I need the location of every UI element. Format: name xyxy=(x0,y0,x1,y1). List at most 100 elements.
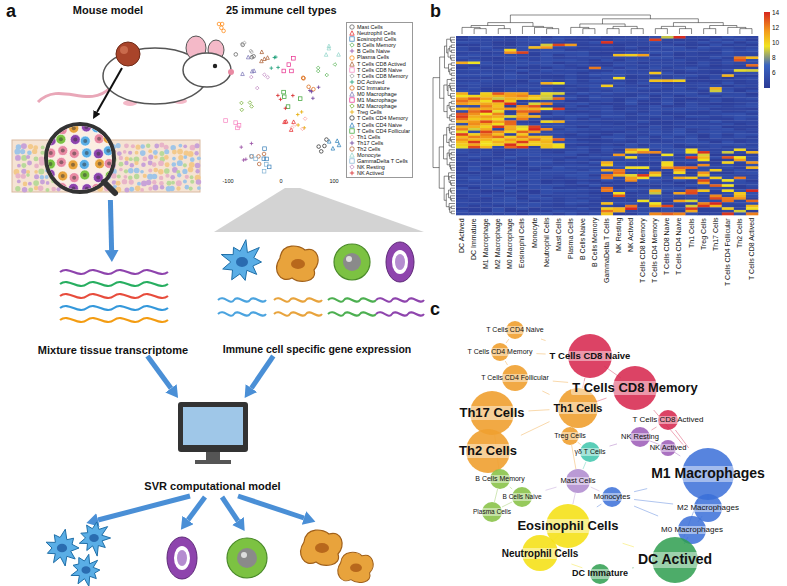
heatmap-cell xyxy=(734,146,746,149)
heatmap-cell xyxy=(601,177,613,180)
lens-cell xyxy=(58,171,68,181)
heatmap-cell xyxy=(577,46,589,49)
heatmap-cell xyxy=(613,97,625,100)
heatmap-cell xyxy=(734,74,746,77)
heatmap-cell xyxy=(492,110,504,113)
heatmap-cell xyxy=(541,120,553,123)
heatmap-cell xyxy=(722,115,734,118)
heatmap-cell xyxy=(625,154,637,157)
heatmap-cell xyxy=(480,67,492,70)
heatmap-cell xyxy=(504,169,516,172)
tissue-cell xyxy=(14,149,20,155)
tissue-cell xyxy=(152,162,157,167)
lens-nucleus xyxy=(49,139,53,143)
heatmap-cell xyxy=(601,151,613,154)
heatmap-cell xyxy=(553,64,565,67)
heatmap-cell xyxy=(456,102,468,105)
heatmap-cell xyxy=(661,161,673,164)
heatmap-cell xyxy=(541,54,553,57)
heatmap-cell xyxy=(746,74,758,77)
wave xyxy=(60,282,168,286)
tissue-cell xyxy=(15,186,20,191)
heatmap-cell xyxy=(637,72,649,75)
heatmap-cell xyxy=(492,161,504,164)
lens-nucleus xyxy=(106,149,110,153)
heatmap-cell xyxy=(528,92,540,95)
heatmap-cell xyxy=(528,136,540,139)
heatmap-cell xyxy=(625,67,637,70)
heatmap-cell xyxy=(734,102,746,105)
heatmap-cell xyxy=(541,62,553,65)
tissue-cell xyxy=(195,163,201,169)
heatmap-cell xyxy=(480,118,492,121)
heatmap-cell xyxy=(553,100,565,103)
tissue-cell xyxy=(152,174,158,180)
heatmap-cell xyxy=(710,146,722,149)
heatmap-cell xyxy=(698,72,710,75)
heatmap-cell xyxy=(553,174,565,177)
heatmap-cell xyxy=(480,138,492,141)
heatmap-cell xyxy=(456,166,468,169)
heatmap-cell xyxy=(649,179,661,182)
heatmap-cell xyxy=(661,184,673,187)
heatmap-cell xyxy=(577,174,589,177)
heatmap-cell xyxy=(661,187,673,190)
heatmap-cell xyxy=(673,128,685,131)
marker-square xyxy=(262,169,266,173)
heatmap-cell xyxy=(504,131,516,134)
heatmap-cell xyxy=(613,156,625,159)
heatmap-cell xyxy=(649,72,661,75)
heatmap-cell xyxy=(710,67,722,70)
heatmap-cell xyxy=(613,74,625,77)
heatmap-cell xyxy=(492,136,504,139)
heatmap-cell xyxy=(456,44,468,47)
heatmap-cell xyxy=(541,169,553,172)
heatmap-cell xyxy=(613,154,625,157)
heatmap-cell xyxy=(480,74,492,77)
heatmap-cell xyxy=(625,126,637,129)
heatmap-cell xyxy=(601,146,613,149)
cell-nucleus xyxy=(237,548,257,568)
heatmap-cell xyxy=(468,156,480,159)
heatmap-cell xyxy=(492,128,504,131)
heatmap-cell xyxy=(589,177,601,180)
heatmap-cell xyxy=(698,62,710,65)
lens-cell xyxy=(92,123,102,133)
heatmap-cell xyxy=(698,118,710,121)
heatmap-cell xyxy=(625,74,637,77)
heatmap-cell xyxy=(613,110,625,113)
lens-nucleus xyxy=(106,137,110,141)
mixture-waves xyxy=(60,270,168,322)
heatmap-cell xyxy=(468,92,480,95)
heatmap-cell xyxy=(541,74,553,77)
heatmap-cell xyxy=(468,172,480,175)
heatmap-cell xyxy=(734,164,746,167)
heatmap-cell xyxy=(516,123,528,126)
heatmap-cell xyxy=(456,169,468,172)
tissue-cell xyxy=(183,163,187,167)
heatmap-cell xyxy=(649,56,661,59)
heatmap-cell xyxy=(492,62,504,65)
lens-nucleus xyxy=(95,186,99,190)
heatmap-cell xyxy=(456,131,468,134)
heatmap-cell xyxy=(504,72,516,75)
mouse-head xyxy=(183,53,231,87)
heatmap-cell xyxy=(589,123,601,126)
heatmap-cell xyxy=(504,164,516,167)
heatmap-cell xyxy=(710,131,722,134)
heatmap-cell xyxy=(722,131,734,134)
heatmap-cell xyxy=(528,51,540,54)
heatmap-cell xyxy=(710,113,722,116)
heatmap-cell xyxy=(589,95,601,98)
tissue-cell xyxy=(172,150,177,155)
heatmap-cell xyxy=(492,92,504,95)
heatmap-cell xyxy=(541,95,553,98)
heatmap-cell xyxy=(468,184,480,187)
marker-diamond xyxy=(249,75,253,79)
heatmap-cell xyxy=(565,138,577,141)
heatmap-cell xyxy=(734,85,746,88)
heatmap-cell xyxy=(516,74,528,77)
heatmap-cell xyxy=(589,118,601,121)
heatmap-cell xyxy=(710,182,722,185)
heatmap-cell xyxy=(746,123,758,126)
